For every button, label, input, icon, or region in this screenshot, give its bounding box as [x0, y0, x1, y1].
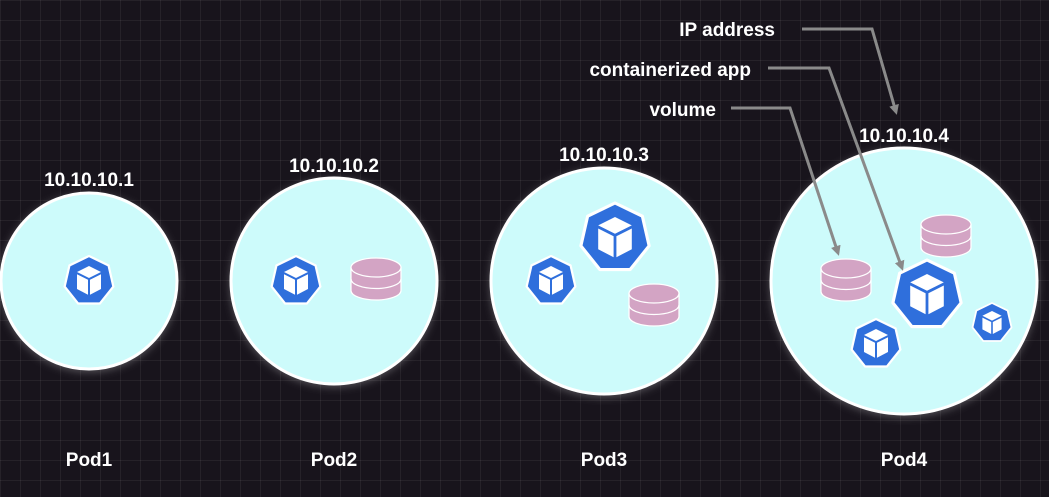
- kubernetes-container-icon: [527, 256, 576, 304]
- pod-3-circle: [489, 166, 719, 396]
- pod-1-ip: 10.10.10.1: [44, 170, 134, 191]
- kubernetes-container-icon: [973, 303, 1012, 341]
- pod-4: 10.10.10.4 Pod4: [769, 126, 1039, 471]
- cylinder-volume-icon: [820, 258, 872, 302]
- pod-2: 10.10.10.2 Pod2: [229, 156, 439, 471]
- pod-2-ip: 10.10.10.2: [289, 156, 379, 177]
- arrow-ip-address: [802, 27, 899, 115]
- pod-1-name: Pod1: [66, 450, 113, 471]
- kubernetes-container-icon: [893, 260, 961, 327]
- pod-3-ip: 10.10.10.3: [559, 145, 649, 166]
- pod-1: 10.10.10.1 Pod1: [0, 170, 179, 471]
- cylinder-volume-icon: [628, 283, 680, 327]
- arrow-volume: [731, 106, 841, 256]
- cylinder-volume-icon: [920, 214, 972, 258]
- kubernetes-container-icon: [65, 256, 114, 304]
- pod-3: 10.10.10.3 Pod3: [489, 145, 719, 471]
- pod-2-circle: [229, 176, 439, 386]
- kubernetes-container-icon: [852, 319, 901, 367]
- pod-3-name: Pod3: [581, 450, 627, 471]
- pod-4-name: Pod4: [881, 450, 928, 471]
- pod-4-ip: 10.10.10.4: [859, 126, 949, 147]
- legend-containerized-app: containerized app: [589, 60, 751, 81]
- cylinder-volume-icon: [350, 257, 402, 301]
- legend-volume: volume: [649, 100, 716, 121]
- pod-2-name: Pod2: [311, 450, 357, 471]
- kubernetes-container-icon: [272, 256, 321, 304]
- legend-ip-address: IP address: [679, 20, 775, 41]
- kubernetes-container-icon: [581, 203, 649, 270]
- arrow-containerized-app: [768, 66, 905, 271]
